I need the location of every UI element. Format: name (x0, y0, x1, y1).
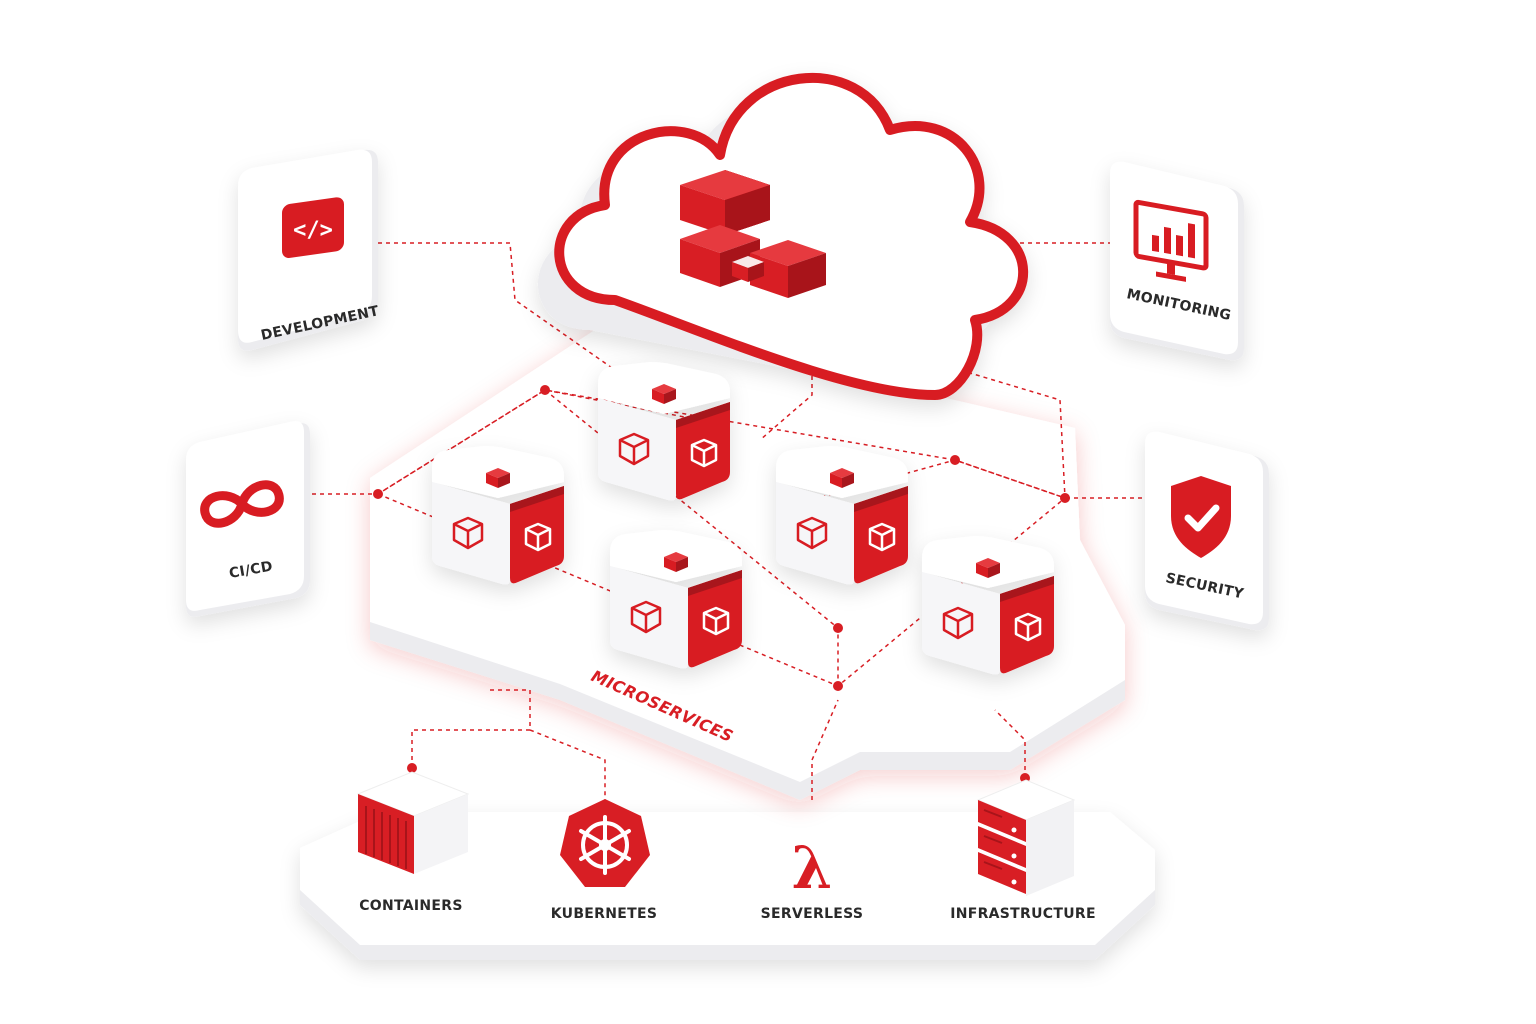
node (407, 763, 417, 773)
cube-layer (432, 362, 1054, 675)
outline-cube-icon (868, 522, 896, 552)
lambda-icon: λ (792, 834, 833, 902)
outline-cube-icon (452, 516, 484, 550)
stacked-cubes-icon (680, 170, 826, 298)
outline-cube-icon (796, 516, 828, 550)
small-cube-icon (664, 552, 688, 572)
small-cube-icon (976, 558, 1000, 578)
infinity-icon (200, 480, 284, 528)
outline-cube-icon (630, 600, 662, 634)
connector-kubernetes (529, 729, 606, 800)
tile-development[interactable]: </> DEVELOPMENT (238, 149, 381, 351)
base-item-kubernetes[interactable]: KUBERNETES (551, 799, 657, 922)
container-icon (356, 771, 470, 874)
node (1060, 493, 1070, 503)
microservice-cube[interactable] (776, 446, 908, 585)
small-cube-icon (486, 468, 510, 488)
helm-wheel-icon (560, 799, 650, 887)
base-item-containers-label: CONTAINERS (359, 898, 463, 914)
microservice-cube[interactable] (598, 362, 730, 501)
outline-cube-icon (618, 432, 650, 466)
outline-cube-icon (702, 606, 730, 636)
svg-text:</>: </> (293, 218, 333, 243)
shield-check-icon (1171, 476, 1231, 558)
tile-monitoring[interactable]: MONITORING (1110, 161, 1244, 361)
microservice-cube[interactable] (610, 530, 742, 669)
small-cube-icon (830, 468, 854, 488)
node (950, 455, 960, 465)
microservices-platform (370, 320, 1125, 800)
node (833, 681, 843, 691)
outline-cube-icon (524, 522, 552, 552)
connector-containers (411, 689, 531, 768)
monitor-chart-icon (1133, 199, 1209, 282)
code-icon: </> (282, 197, 344, 258)
tile-security[interactable]: SECURITY (1145, 431, 1269, 631)
microservice-cube[interactable] (922, 536, 1054, 675)
tile-cicd[interactable]: CI/CD (186, 421, 310, 617)
connector-security (809, 459, 1150, 501)
microservice-cube[interactable] (432, 446, 564, 585)
base-item-infrastructure-label: INFRASTRUCTURE (950, 906, 1096, 922)
connector-development (378, 242, 616, 371)
connector-cicd (312, 389, 701, 495)
node (373, 489, 383, 499)
outline-cube-icon (690, 438, 718, 468)
outline-cube-icon (1014, 612, 1042, 642)
base-item-serverless[interactable]: λ SERVERLESS (761, 834, 864, 922)
tile-cicd-label: CI/CD (228, 559, 274, 582)
connector-infrastructure (994, 709, 1026, 778)
node (833, 623, 843, 633)
base-platform (300, 812, 1155, 960)
small-cube-icon (652, 384, 676, 404)
node (540, 385, 550, 395)
base-item-infrastructure[interactable]: INFRASTRUCTURE (950, 779, 1096, 922)
outline-cube-icon (942, 606, 974, 640)
base-item-serverless-label: SERVERLESS (761, 906, 864, 922)
base-item-containers[interactable]: CONTAINERS (356, 771, 470, 914)
base-item-kubernetes-label: KUBERNETES (551, 906, 657, 922)
connector-grid-a (377, 389, 1066, 499)
connector-serverless (811, 699, 839, 800)
server-stack-icon (976, 779, 1076, 896)
